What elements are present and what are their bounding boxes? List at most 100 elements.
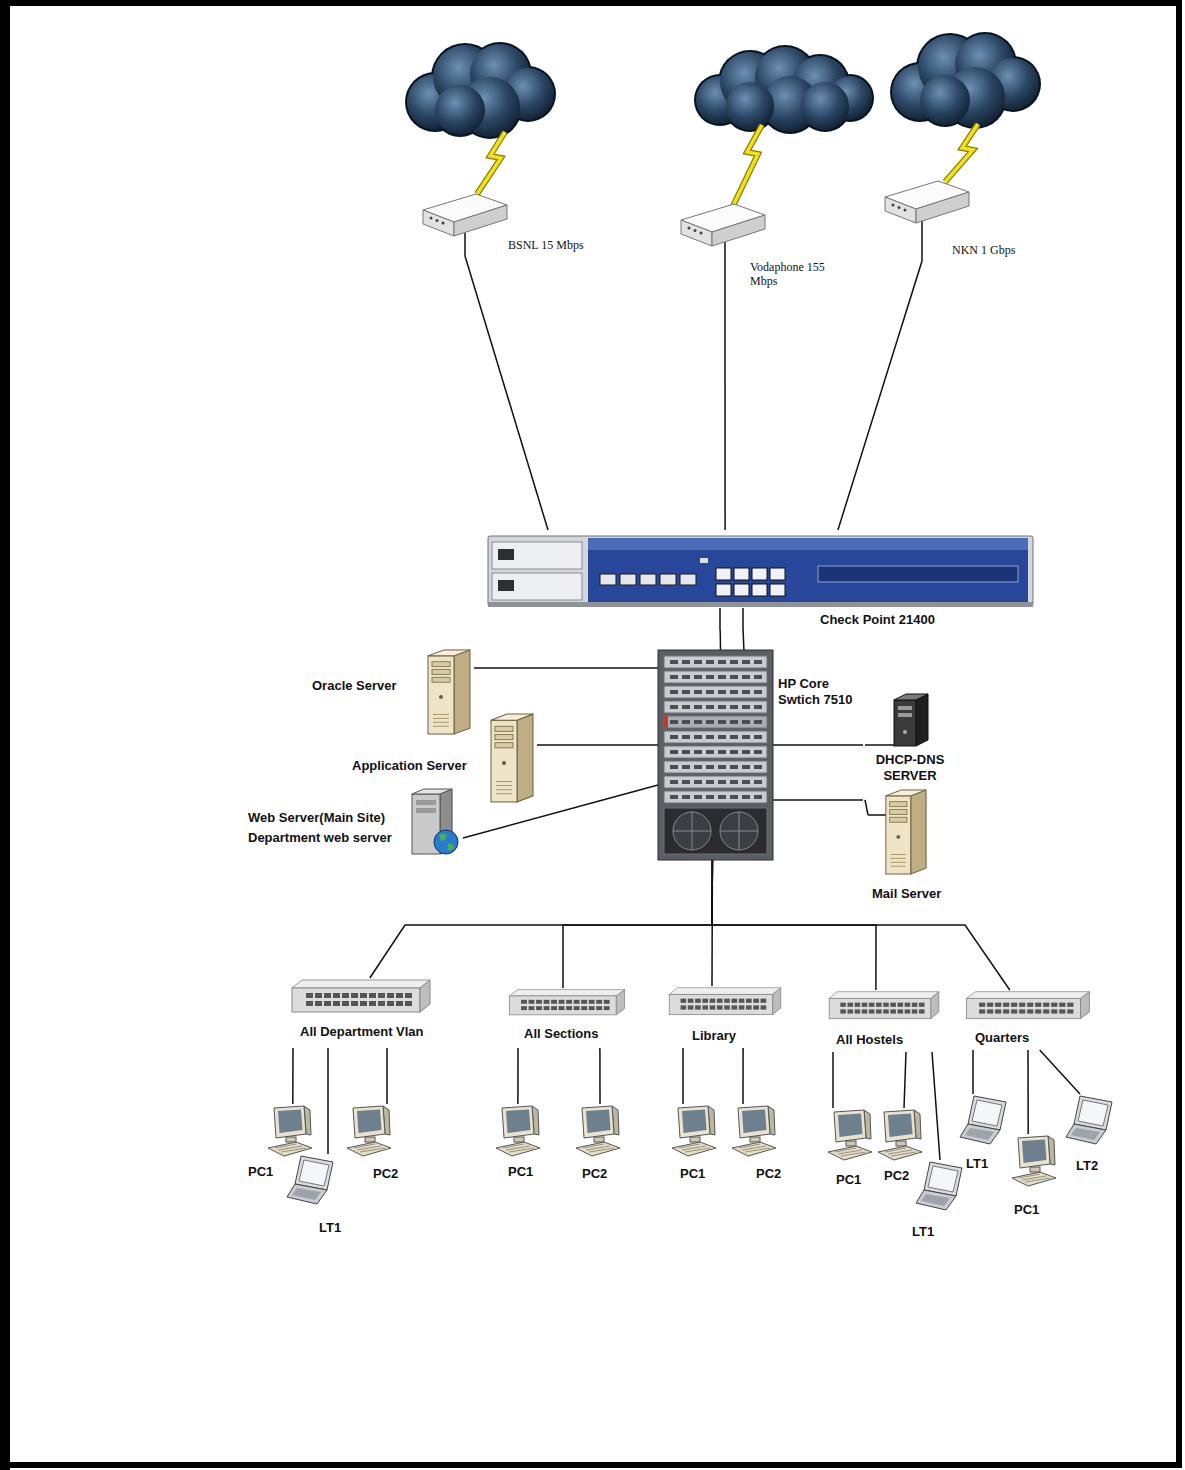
desktop-pc: PC2 bbox=[345, 1104, 403, 1186]
illustration-part bbox=[878, 1110, 922, 1160]
illustration-part bbox=[559, 1006, 565, 1010]
illustration-part bbox=[682, 735, 690, 739]
illustration-part bbox=[664, 701, 767, 713]
illustration-part bbox=[890, 810, 907, 815]
illustration-part bbox=[742, 765, 750, 769]
illustration-part bbox=[972, 1100, 1002, 1126]
illustration-part bbox=[1011, 1003, 1017, 1007]
illustration-part bbox=[351, 993, 358, 998]
illustration-part bbox=[506, 1110, 531, 1134]
illustration-part bbox=[278, 1110, 303, 1134]
illustration-part bbox=[604, 1006, 610, 1010]
illustration-part bbox=[754, 675, 762, 679]
device-label: NKN 1 Gbps bbox=[952, 243, 1015, 257]
illustration-part bbox=[664, 716, 767, 728]
laptop: LT1 bbox=[960, 1094, 1012, 1176]
illustration-part bbox=[1011, 1009, 1017, 1013]
illustration-part bbox=[706, 690, 714, 694]
illustration-part bbox=[412, 789, 452, 794]
device-label: Library bbox=[692, 1028, 736, 1044]
illustration-part bbox=[360, 993, 367, 998]
illustration-part bbox=[324, 1001, 331, 1006]
illustration-part bbox=[1012, 1136, 1056, 1186]
illustration-part bbox=[544, 1006, 550, 1010]
illustration-part bbox=[428, 656, 454, 734]
illustration-part bbox=[660, 574, 676, 585]
desktop-pc: PC2 bbox=[574, 1104, 626, 1186]
illustration-part bbox=[354, 1144, 385, 1152]
illustration-part bbox=[928, 1166, 958, 1192]
firewall-appliance: Check Point 21400 bbox=[488, 530, 1033, 630]
device-label: PC2 bbox=[884, 1168, 909, 1184]
illustration-part bbox=[995, 1003, 1001, 1007]
illustration-part bbox=[754, 735, 762, 739]
illustration-part bbox=[846, 1141, 856, 1146]
access-switch: Library bbox=[666, 986, 784, 1048]
network-link bbox=[682, 1048, 684, 1104]
illustration-part bbox=[681, 999, 687, 1003]
illustration-part bbox=[694, 690, 702, 694]
illustration-part bbox=[876, 1003, 882, 1007]
illustration-part bbox=[754, 780, 762, 784]
illustration-part bbox=[503, 1144, 534, 1152]
illustration-part bbox=[876, 1009, 882, 1013]
illustration-part bbox=[574, 1000, 580, 1004]
illustration-part bbox=[1003, 1009, 1009, 1013]
router-icon: NKN 1 Gbps bbox=[882, 175, 1032, 261]
network-link bbox=[537, 744, 658, 746]
illustration-part bbox=[491, 714, 533, 802]
illustration-part bbox=[706, 705, 714, 709]
illustration-part bbox=[423, 194, 507, 236]
device-label: PC2 bbox=[756, 1166, 781, 1182]
illustration-part bbox=[536, 1000, 542, 1004]
illustration-part bbox=[596, 1000, 602, 1004]
illustration-part bbox=[724, 999, 730, 1003]
device-label: All Department Vlan bbox=[300, 1024, 424, 1040]
illustration-part bbox=[594, 1137, 604, 1142]
illustration-part bbox=[898, 706, 912, 710]
illustration-part bbox=[742, 675, 750, 679]
lightning-bolt bbox=[945, 124, 978, 182]
illustration-part bbox=[706, 750, 714, 754]
illustration-part bbox=[664, 761, 767, 773]
illustration-part bbox=[664, 808, 767, 854]
network-link bbox=[742, 1048, 744, 1104]
illustration-part bbox=[1035, 1009, 1041, 1013]
illustration-part bbox=[664, 716, 668, 728]
illustration-part bbox=[903, 730, 907, 734]
illustration-part bbox=[680, 574, 696, 585]
illustration-part bbox=[724, 1005, 730, 1009]
device-label: Quarters bbox=[975, 1030, 1029, 1046]
illustration-part bbox=[838, 1114, 863, 1138]
illustration-part bbox=[904, 209, 907, 212]
illustration-part bbox=[987, 1003, 993, 1007]
illustration-part bbox=[496, 1106, 540, 1156]
illustration-part bbox=[700, 558, 708, 563]
illustration-part bbox=[496, 1142, 540, 1156]
illustration-part bbox=[1022, 1140, 1047, 1164]
illustration-part bbox=[710, 1005, 716, 1009]
illustration-part bbox=[885, 1148, 916, 1156]
illustration-part bbox=[694, 735, 702, 739]
illustration-part bbox=[664, 686, 767, 698]
illustration-part bbox=[886, 790, 926, 796]
illustration-part bbox=[1081, 992, 1090, 1019]
server-tower: Oracle Server bbox=[312, 648, 474, 738]
illustration-part bbox=[502, 1106, 534, 1138]
illustration-part bbox=[292, 980, 430, 1012]
access-switch: All Hostels bbox=[826, 990, 942, 1052]
illustration-part bbox=[718, 705, 726, 709]
illustration-part bbox=[742, 750, 750, 754]
illustration-part bbox=[967, 992, 1090, 1019]
illustration-part bbox=[695, 999, 701, 1003]
page-frame-edge bbox=[0, 0, 10, 1470]
illustration-part bbox=[521, 1006, 527, 1010]
illustration-part bbox=[730, 675, 738, 679]
illustration-part bbox=[931, 992, 939, 1019]
illustration-part bbox=[1067, 1009, 1073, 1013]
illustration-part bbox=[987, 1009, 993, 1013]
illustration-part bbox=[581, 1000, 587, 1004]
illustration-part bbox=[600, 574, 616, 585]
illustration-part bbox=[702, 999, 708, 1003]
illustration-part bbox=[730, 795, 738, 799]
